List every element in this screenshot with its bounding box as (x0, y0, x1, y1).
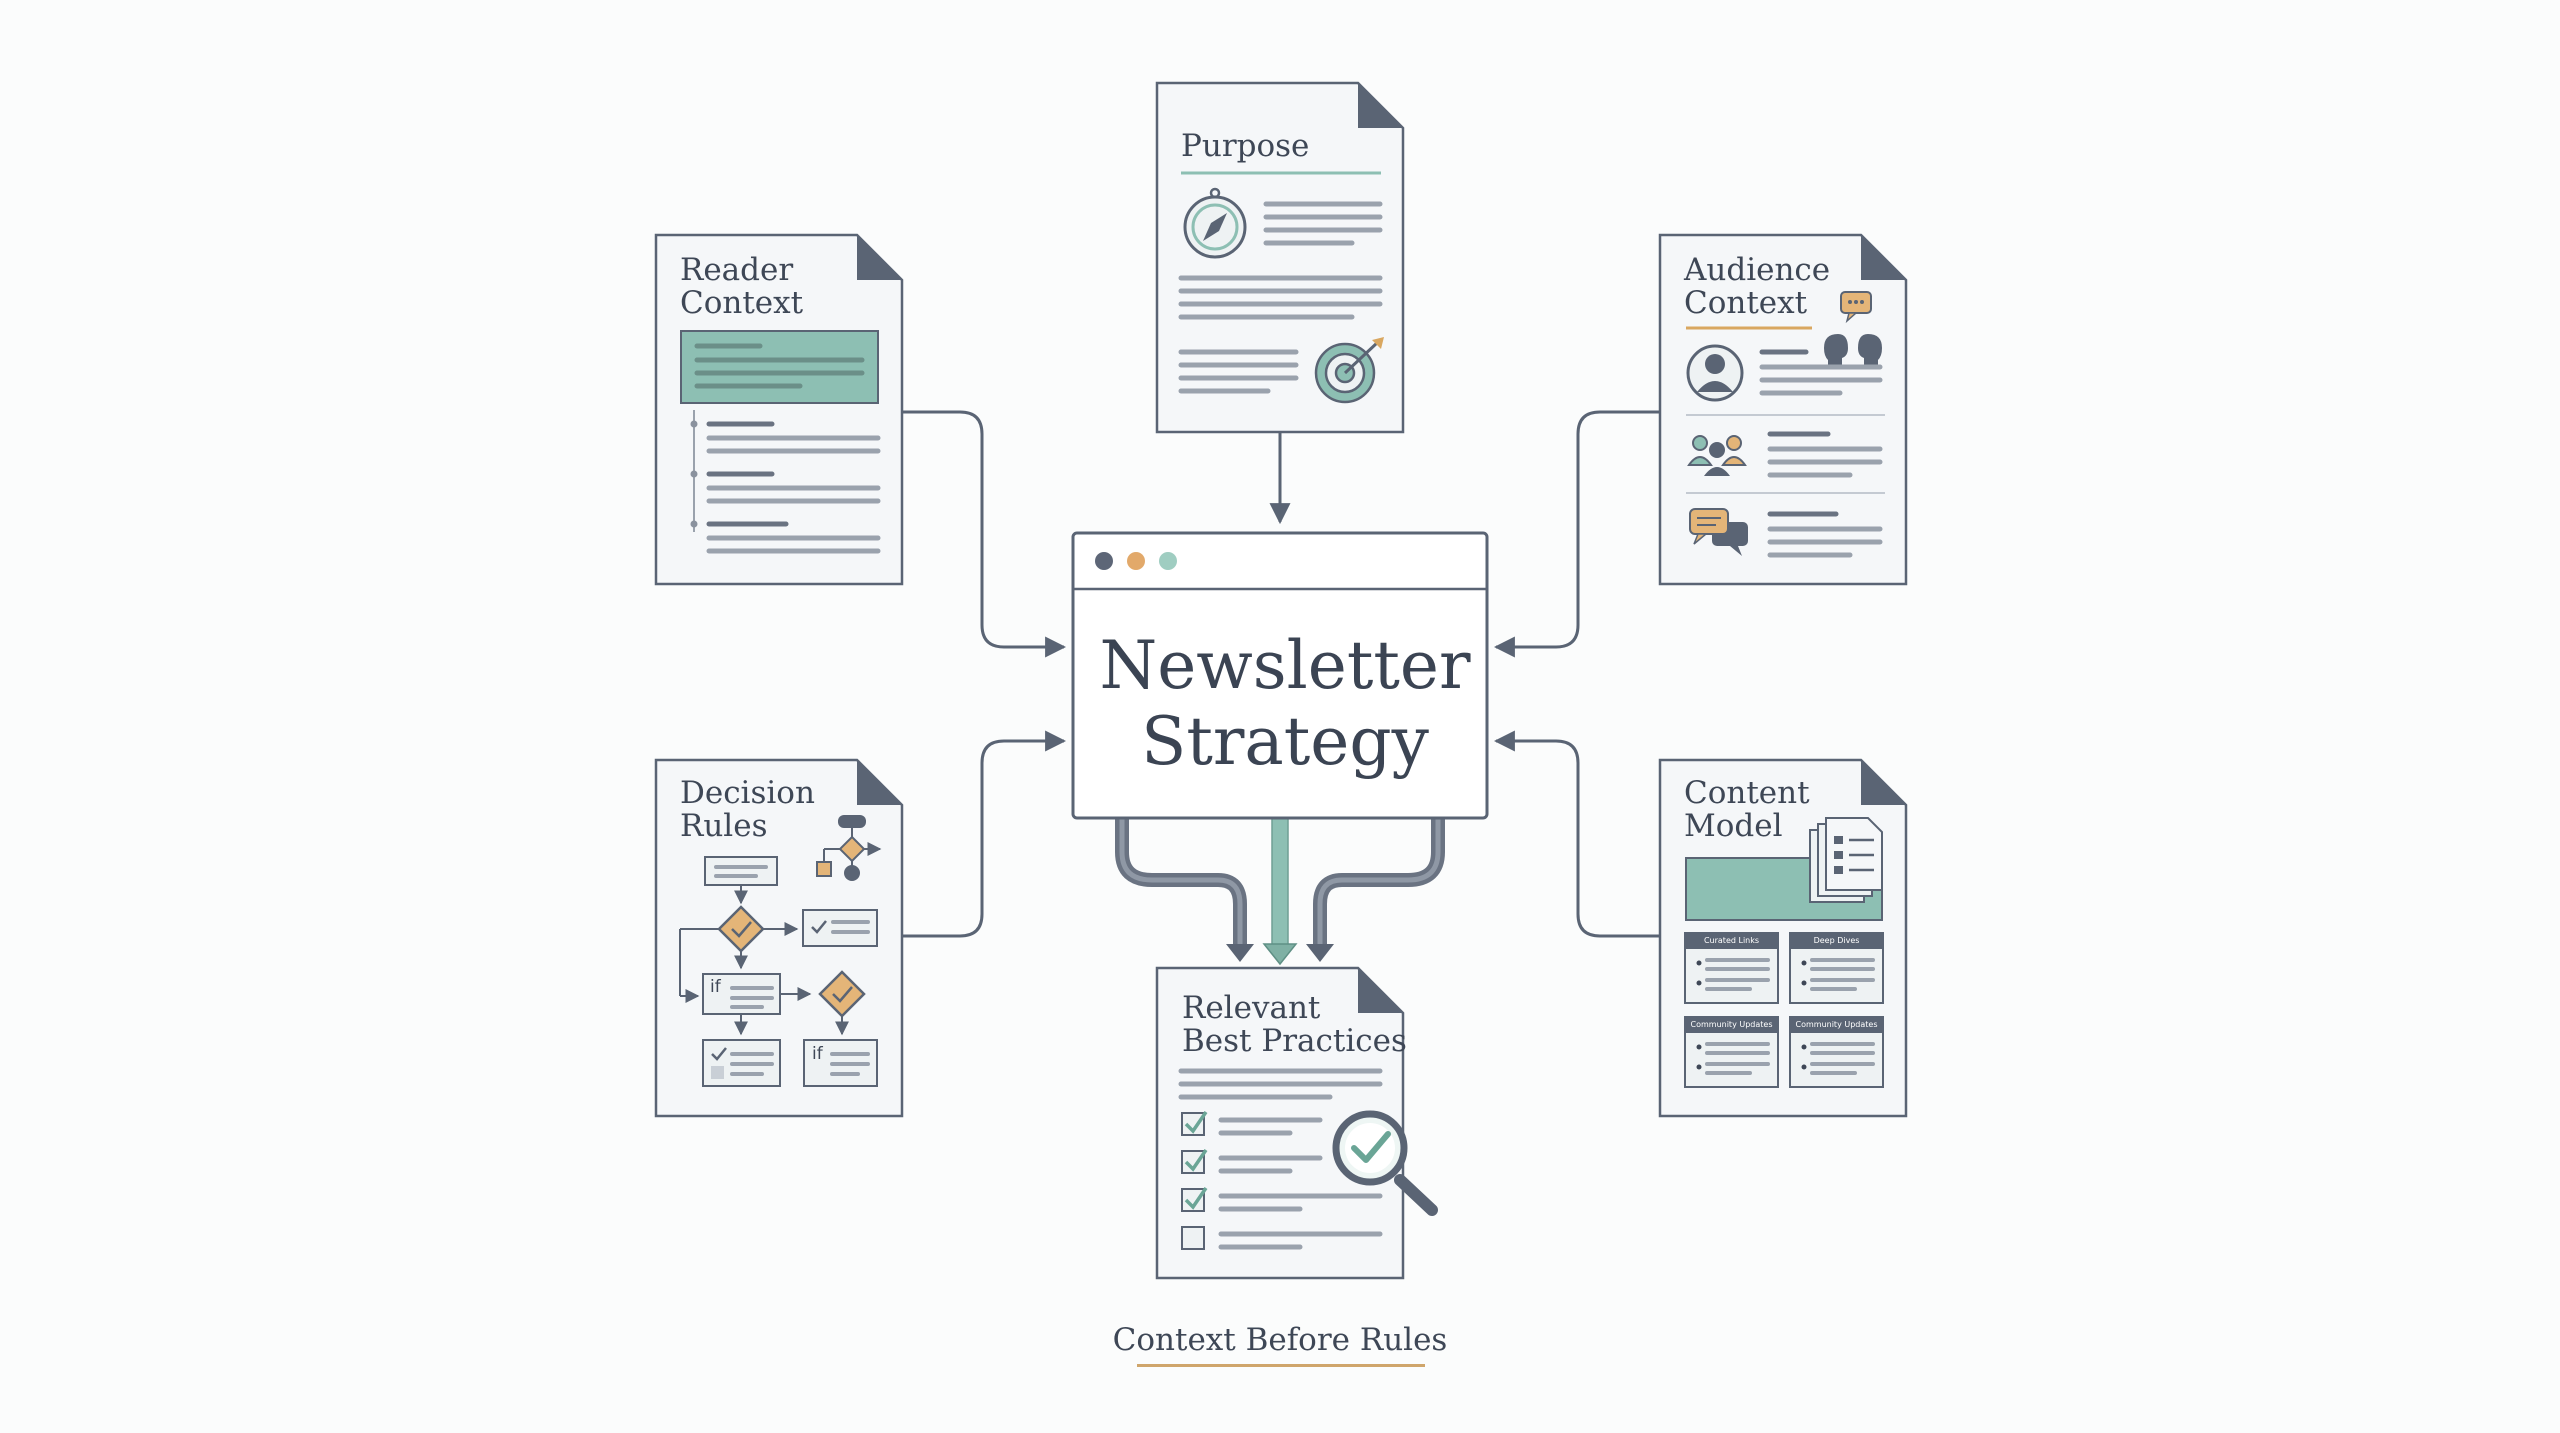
window-dot-teal (1159, 552, 1177, 570)
purpose-document (1155, 81, 1405, 434)
decision-if-label-1: if (710, 977, 721, 997)
content-model-label: Content Model (1684, 775, 1810, 844)
conversation-heads-icon (1824, 291, 1882, 366)
reader-context-document (654, 233, 904, 586)
checklist (1181, 1111, 1383, 1250)
window-dot-orange (1127, 552, 1145, 570)
stacked-pages-icon (1809, 817, 1883, 903)
newsletter-strategy-window (1071, 531, 1489, 820)
best-practices-document (1155, 966, 1438, 1280)
card-title-deep-dives: Deep Dives (1813, 936, 1860, 945)
caption-underline (1137, 1364, 1425, 1367)
connector-content-model (1493, 730, 1660, 938)
output-pipes (1115, 818, 1445, 966)
decision-if-label-2: if (812, 1044, 823, 1064)
card-title-community-updates-2: Community Updates (1795, 1020, 1878, 1029)
connector-reader-context (902, 410, 1067, 658)
decision-rules-document (654, 758, 904, 1118)
connector-decision-rules (902, 730, 1067, 938)
content-card-1 (1684, 932, 1779, 1004)
user-avatar-icon (1686, 344, 1744, 402)
reader-context-label: Reader Context (680, 252, 804, 321)
best-practices-label: Relevant Best Practices (1182, 990, 1407, 1059)
connector-audience-context (1493, 410, 1660, 658)
content-model-document (1658, 758, 1908, 1118)
audience-context-document (1658, 233, 1908, 586)
content-card-2 (1789, 932, 1884, 1004)
compass-icon (1183, 187, 1247, 259)
flowchart-icon (816, 815, 882, 881)
window-dot-gray (1095, 552, 1113, 570)
chat-bubbles-icon (1689, 508, 1748, 556)
newsletter-strategy-title: Newsletter Strategy (1099, 627, 1471, 780)
target-icon (1314, 337, 1384, 404)
purpose-label: Purpose (1181, 128, 1310, 164)
decision-rules-label: Decision Rules (680, 775, 815, 844)
audience-context-label: Audience Context (1684, 252, 1831, 321)
content-card-3 (1684, 1016, 1779, 1088)
content-card-4 (1789, 1016, 1884, 1088)
diagram-caption: Context Before Rules (1112, 1322, 1448, 1358)
card-title-community-updates-1: Community Updates (1690, 1020, 1773, 1029)
card-title-curated-links: Curated Links (1703, 936, 1760, 945)
group-people-icon (1687, 435, 1747, 476)
magnifier-check-icon (1332, 1110, 1438, 1216)
